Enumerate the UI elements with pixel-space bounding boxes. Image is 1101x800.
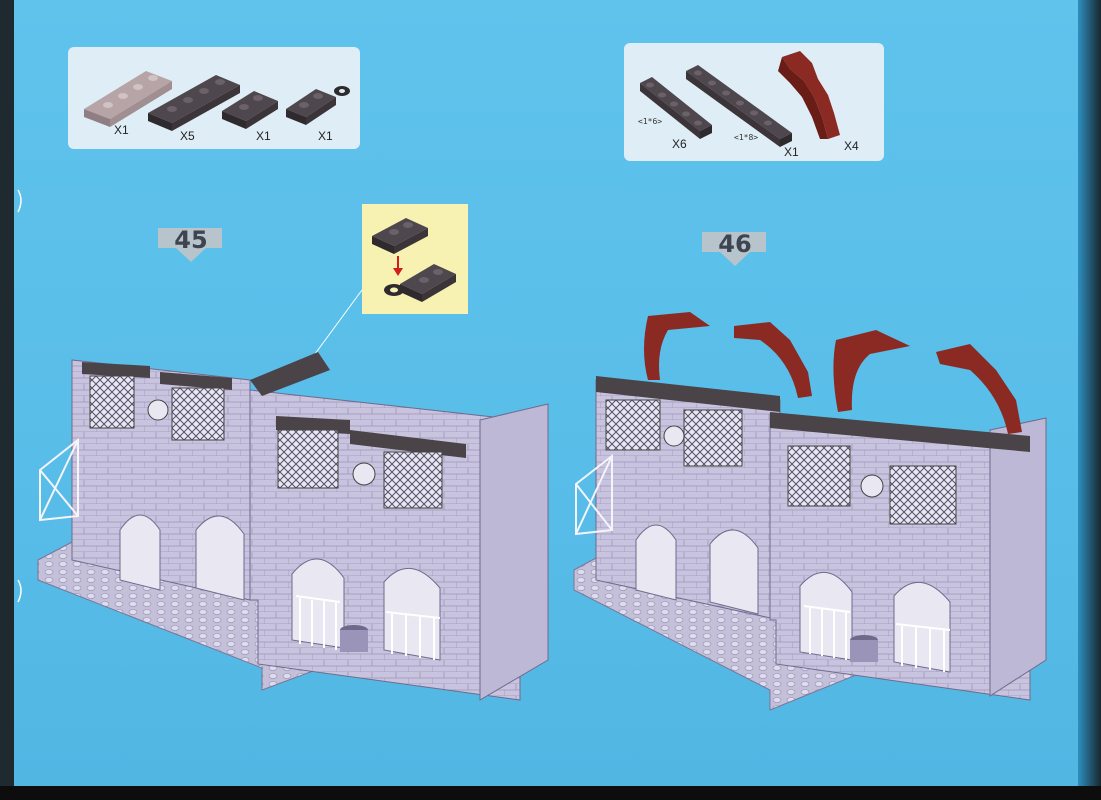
sub-assembly-diagram: [372, 218, 456, 302]
arch: [709, 529, 759, 615]
part-qty: X1: [114, 123, 129, 137]
arch-red: [833, 330, 910, 412]
step-marker-46: 46: [700, 228, 770, 278]
plate-1x4-dark-icon: [148, 75, 240, 131]
window: [171, 387, 225, 441]
top-plate: [250, 352, 330, 396]
arch: [799, 571, 853, 661]
red-arrow-icon: [393, 256, 403, 276]
parts-icons: [640, 51, 840, 147]
window: [683, 409, 743, 467]
sub-assembly-callout: [362, 204, 468, 314]
part-qty: X1: [784, 145, 799, 159]
window: [787, 445, 851, 507]
round-window: [663, 425, 685, 447]
down-arrow-icon: [158, 228, 222, 262]
plate-1x6-dark-icon: [640, 77, 712, 139]
top-plate: [350, 430, 466, 458]
plate-1x4-light-icon: [84, 71, 172, 127]
plate-1x2-ring-dark-icon: [384, 264, 456, 302]
parts-icons: [84, 71, 350, 131]
arch: [119, 514, 161, 591]
window: [277, 429, 339, 489]
top-plate: [770, 412, 1030, 452]
scaffold: [575, 453, 613, 536]
window: [889, 465, 957, 525]
step-number: 46: [718, 230, 752, 258]
scan-border: [0, 786, 1101, 800]
part-size: <1*6>: [638, 117, 663, 126]
round-window: [147, 399, 169, 421]
part-qty: X4: [844, 139, 859, 153]
top-plate: [596, 376, 780, 412]
round-window: [352, 462, 376, 486]
part-qty: X6: [672, 137, 687, 151]
arch: [635, 524, 677, 601]
arch-red: [644, 312, 710, 380]
plate-1x2-ring-dark-icon: [286, 86, 350, 125]
bucket-body: [340, 630, 368, 652]
parts-list-step-46: <1*6> X6 <1*8> X1 X4: [624, 43, 884, 161]
arch-red: [734, 322, 812, 398]
window: [605, 399, 661, 451]
cell-bars: [803, 605, 951, 672]
part-size: <1*8>: [734, 133, 759, 142]
plate-1x8-dark-icon: [686, 65, 792, 147]
step-marker-45: 45: [156, 224, 226, 274]
arch-red: [936, 344, 1022, 434]
window: [383, 451, 443, 509]
page-edge: [1078, 0, 1101, 786]
cell-bars: [295, 595, 441, 660]
step-number: 45: [174, 226, 208, 254]
part-qty: X5: [180, 129, 195, 143]
round-window: [860, 474, 884, 498]
plate-1x2-dark-icon: [372, 218, 428, 254]
window: [89, 375, 135, 429]
arch: [195, 515, 245, 601]
down-arrow-icon: [702, 232, 766, 266]
top-plate: [82, 362, 150, 378]
top-plate: [160, 372, 232, 390]
plate-1x2-dark-icon: [222, 91, 278, 129]
arch: [291, 558, 345, 649]
arch-red-icon: [778, 51, 840, 139]
bucket-body: [850, 640, 878, 662]
tower: [989, 417, 1047, 697]
part-qty: X1: [318, 129, 333, 143]
parts-list-step-45: X1 X5 X1 X1: [68, 47, 360, 149]
scaffold: [39, 437, 79, 522]
part-qty: X1: [256, 129, 271, 143]
tower: [479, 403, 549, 701]
